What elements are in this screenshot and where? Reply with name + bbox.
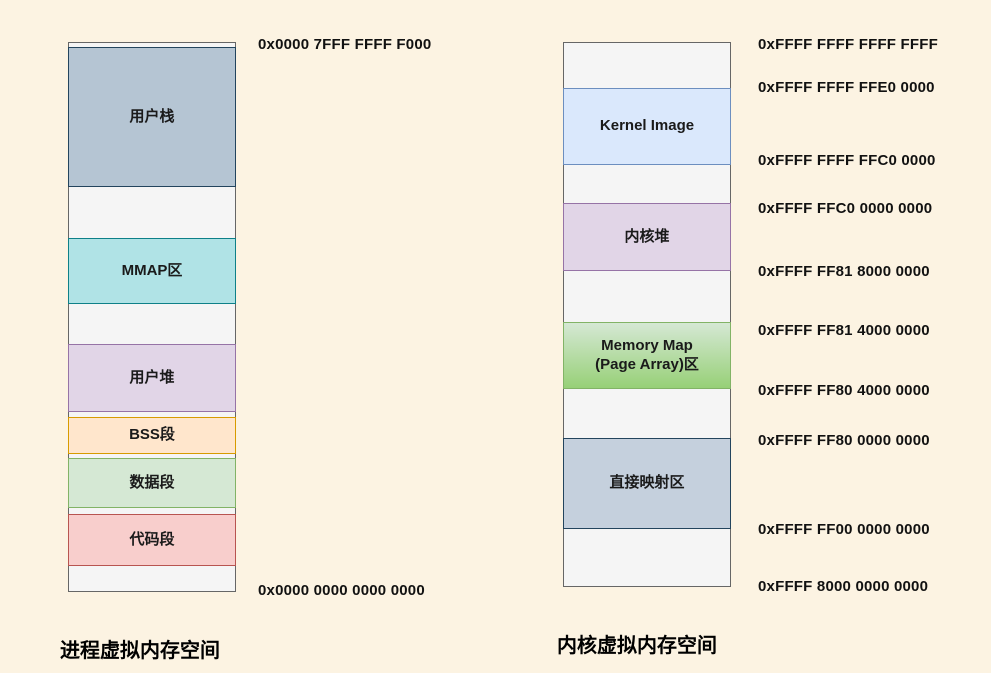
segment-label: BSS段 bbox=[129, 426, 175, 444]
segment-label: 用户堆 bbox=[129, 368, 175, 386]
address-kernel-5: 0xFFFF FF81 4000 0000 bbox=[758, 322, 930, 339]
segment-label: Memory Map (Page Array)区 bbox=[595, 336, 699, 373]
segment-kernel-image: Kernel Image bbox=[563, 88, 731, 165]
address-process-top: 0x0000 7FFF FFFF F000 bbox=[258, 36, 432, 53]
address-kernel-2: 0xFFFF FFFF FFC0 0000 bbox=[758, 152, 936, 169]
segment-label: Kernel Image bbox=[599, 117, 695, 135]
segment-memory-map-page-array: Memory Map (Page Array)区 bbox=[563, 322, 731, 389]
address-kernel-4: 0xFFFF FF81 8000 0000 bbox=[758, 263, 930, 280]
address-kernel-8: 0xFFFF FF00 0000 0000 bbox=[758, 521, 930, 538]
segment-user-stack: 用户栈 bbox=[68, 47, 236, 187]
segment-user-heap: 用户堆 bbox=[68, 344, 236, 412]
address-kernel-6: 0xFFFF FF80 4000 0000 bbox=[758, 382, 930, 399]
kernel-space-title: 内核虚拟内存空间 bbox=[557, 635, 717, 657]
segment-code: 代码段 bbox=[68, 514, 236, 566]
segment-data: 数据段 bbox=[68, 458, 236, 508]
address-kernel-0: 0xFFFF FFFF FFFF FFFF bbox=[758, 36, 938, 53]
address-process-bottom: 0x0000 0000 0000 0000 bbox=[258, 582, 425, 599]
segment-label: 内核堆 bbox=[624, 227, 670, 245]
segment-mmap: MMAP区 bbox=[68, 238, 236, 304]
address-kernel-7: 0xFFFF FF80 0000 0000 bbox=[758, 432, 930, 449]
address-kernel-3: 0xFFFF FFC0 0000 0000 bbox=[758, 200, 933, 217]
process-space-title: 进程虚拟内存空间 bbox=[60, 640, 220, 662]
segment-label: 代码段 bbox=[129, 530, 175, 548]
segment-kernel-heap: 内核堆 bbox=[563, 203, 731, 271]
process-memory-column: 用户栈 MMAP区 用户堆 BSS段 数据段 代码段 bbox=[68, 42, 236, 592]
segment-label: 数据段 bbox=[129, 473, 175, 491]
kernel-memory-column: Kernel Image 内核堆 Memory Map (Page Array)… bbox=[563, 42, 731, 587]
segment-label: 直接映射区 bbox=[609, 474, 685, 492]
address-kernel-9: 0xFFFF 8000 0000 0000 bbox=[758, 578, 929, 595]
segment-label: MMAP区 bbox=[121, 261, 183, 279]
address-kernel-1: 0xFFFF FFFF FFE0 0000 bbox=[758, 79, 935, 96]
segment-bss: BSS段 bbox=[68, 417, 236, 454]
segment-direct-mapping: 直接映射区 bbox=[563, 438, 731, 529]
segment-label: 用户栈 bbox=[129, 107, 175, 125]
